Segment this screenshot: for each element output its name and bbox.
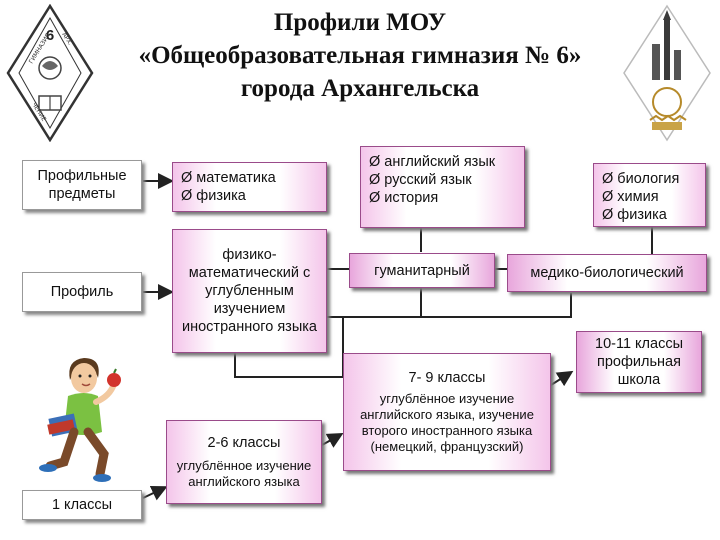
subject-item: Ø химия xyxy=(602,189,659,205)
subject-item: Ø физика xyxy=(181,188,246,204)
title-line-3: города Архангельска xyxy=(240,75,480,102)
subjects-biomed: Ø биология Ø химия Ø физика xyxy=(593,163,706,227)
subjects-math-physics: Ø математика Ø физика xyxy=(172,162,327,212)
running-student-icon xyxy=(30,350,130,490)
connector xyxy=(420,228,422,252)
arrow-icon xyxy=(321,433,344,448)
connector xyxy=(234,376,343,378)
arrow-icon xyxy=(550,370,574,387)
stage-description: углублённое изучение английского языка, … xyxy=(360,391,534,454)
stage-title: 7- 9 классы xyxy=(408,370,486,386)
subject-item: Ø история xyxy=(369,190,439,206)
subjects-humanities: Ø английский язык Ø русский язык Ø истор… xyxy=(360,146,525,228)
connector xyxy=(342,316,572,318)
connector xyxy=(327,268,349,270)
profile-biomed: медико-биологический xyxy=(507,254,707,292)
connector xyxy=(420,288,422,318)
label-profile: Профиль xyxy=(22,272,142,312)
connector xyxy=(651,226,653,254)
subject-item: Ø математика xyxy=(181,170,276,186)
arrow-icon xyxy=(142,485,168,501)
page-title: Профили МОУ «Общеобразовательная гимнази… xyxy=(90,6,630,105)
stage-grades-10-11: 10-11 классы профильная школа xyxy=(576,331,702,393)
anniversary-emblem-icon xyxy=(622,4,712,142)
label-profile-subjects: Профильные предметы xyxy=(22,160,142,210)
stage-title: 2-6 классы xyxy=(207,435,281,451)
profile-physmath: физико-математический с углубленным изуч… xyxy=(172,229,327,353)
stage-description: углублённое изучение английского языка xyxy=(176,458,312,489)
connector xyxy=(495,268,507,270)
subject-item: Ø русский язык xyxy=(369,172,472,188)
subject-item: Ø английский язык xyxy=(369,154,496,170)
connector xyxy=(570,293,572,318)
svg-text:6: 6 xyxy=(46,27,54,44)
subject-item: Ø биология xyxy=(602,171,680,187)
connector xyxy=(342,316,344,378)
stage-grades-7-9: 7- 9 классы углублённое изучение английс… xyxy=(343,353,551,471)
subject-item: Ø физика xyxy=(602,207,667,223)
gymnasium-emblem-icon: 6 ГИМНАЗИЯ АРХ. ЧЕНИЕ xyxy=(6,3,94,143)
connector xyxy=(327,316,343,318)
profile-humanitarian: гуманитарный xyxy=(349,253,495,288)
label-grade-1: 1 классы xyxy=(22,490,142,520)
title-line-1: Профили МОУ xyxy=(273,9,447,36)
title-line-2: «Общеобразовательная гимназия № 6» xyxy=(138,42,582,69)
connector xyxy=(234,353,236,377)
stage-grades-2-6: 2-6 классы углублённое изучение английск… xyxy=(166,420,322,504)
